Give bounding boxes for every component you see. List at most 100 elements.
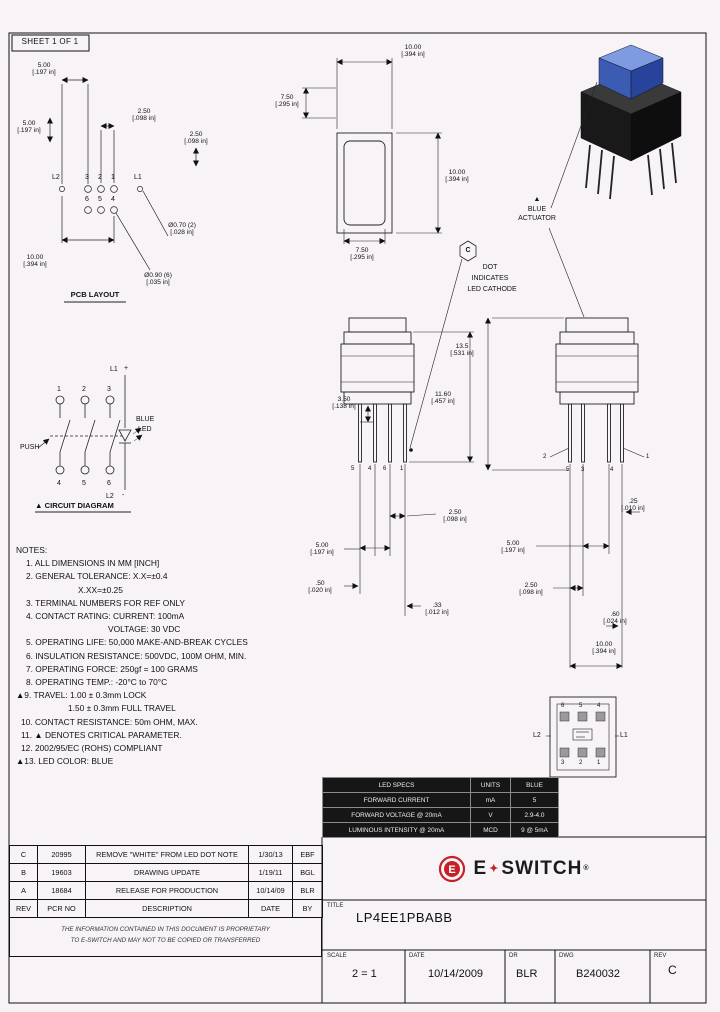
circuit-pin-number: 6: [107, 480, 111, 487]
drawing-number-value: B240032: [576, 968, 621, 980]
revision-cell: REMOVE "WHITE" FROM LED DOT NOTE: [85, 845, 249, 864]
blue-actuator-label: BLUE: [527, 206, 547, 213]
bottom-pin-number: 2: [579, 760, 583, 766]
note-line: 3. TERMINAL NUMBERS FOR REF ONLY: [26, 597, 185, 608]
dim-inch: [.394 in]: [592, 648, 616, 656]
bottom-l1-label: L1: [620, 732, 628, 739]
note-line: ▲13. LED COLOR: BLUE: [16, 756, 114, 767]
revision-header-cell: DESCRIPTION: [85, 899, 249, 918]
led-table-cell: 5: [510, 792, 559, 808]
led-table-cell: 2.9-4.0: [510, 807, 559, 823]
push-label: PUSH: [20, 444, 40, 451]
dim-mm: .60: [610, 611, 620, 618]
dim-inch: [.295 in]: [350, 254, 374, 262]
cathode-flag-lines: [409, 240, 477, 452]
dim-mm: 2.50: [524, 582, 538, 589]
revision-cell: 20995: [37, 845, 86, 864]
dim-label: 3.50 [.138 in]: [332, 396, 355, 411]
revision-cell: C: [9, 845, 38, 864]
dim-label: 10.00 [.394 in]: [445, 169, 468, 184]
side-pin-number: 5: [351, 466, 355, 472]
dim-label: 5.00 [.197 in]: [17, 120, 40, 135]
dim-mm: 5.00: [506, 540, 520, 547]
dim-label: .50 [.020 in]: [308, 580, 331, 595]
pcb-pin-number: 5: [98, 196, 102, 203]
bottom-pin-number: 4: [597, 703, 601, 709]
revision-cell: EBF: [292, 845, 323, 864]
dim-label: 7.50 [.295 in]: [350, 247, 373, 262]
dim-inch: [.020 in]: [308, 587, 332, 595]
dim-inch: [.098 in]: [184, 138, 208, 146]
revision-cell: 1/30/13: [248, 845, 293, 864]
disclaimer-line: THE INFORMATION CONTAINED IN THIS DOCUME…: [61, 926, 270, 933]
cathode-note: LED CATHODE: [467, 286, 517, 293]
revision-cell: BLR: [292, 881, 323, 900]
dim-label: 11.60 [.457 in]: [431, 391, 454, 406]
date-field-label: DATE: [409, 953, 425, 959]
dim-inch: [.028 in]: [170, 229, 194, 237]
note-line: 1.50 ± 0.3mm FULL TRAVEL: [68, 703, 176, 714]
revision-cell: A: [9, 881, 38, 900]
dim-inch: [.035 in]: [146, 279, 170, 287]
dim-label: .25 [.010 in]: [621, 498, 644, 513]
side-pin-number: 1: [646, 454, 650, 460]
dim-mm: Ø0.70 (2): [168, 222, 196, 229]
revision-value: C: [668, 963, 677, 977]
side-pin-number: 1: [400, 466, 404, 472]
note-line: 4. CONTACT RATING: CURRENT: 100mA: [26, 611, 185, 622]
notes-title: NOTES:: [16, 545, 48, 555]
title-field-label: TITLE: [327, 903, 344, 909]
side-pin-number: 3: [581, 467, 585, 473]
dim-inch: [.098 in]: [519, 589, 543, 597]
bottom-pin-number: 6: [561, 703, 565, 709]
brand-diamond-icon: ✦: [489, 863, 500, 875]
revision-cell: 19603: [37, 863, 86, 882]
dim-label: 13.5 [.531 in]: [450, 343, 473, 358]
side-view-right-lines: [536, 317, 645, 669]
bottom-pin-number: 3: [561, 760, 565, 766]
side-view-left-lines: [340, 317, 568, 616]
dim-mm: 11.60: [434, 391, 451, 398]
dim-mm: 10.00: [26, 254, 44, 261]
pcb-pin-number: 4: [111, 196, 115, 203]
note-line: 10. CONTACT RESISTANCE: 50m OHM, MAX.: [21, 716, 198, 727]
dim-label: 2.50 [.098 in]: [132, 108, 155, 123]
revision-cell: RELEASE FOR PRODUCTION: [85, 881, 249, 900]
circuit-pin-number: 2: [82, 386, 86, 393]
dim-mm: 2.50: [137, 108, 151, 115]
dim-inch: [.138 in]: [332, 403, 356, 411]
dim-mm: 10.00: [404, 44, 422, 51]
side-pin-number: 4: [368, 466, 372, 472]
revision-cell: 18684: [37, 881, 86, 900]
blue-led-label: LED: [138, 426, 152, 433]
dim-inch: [.394 in]: [23, 261, 47, 269]
dim-inch: [.394 in]: [445, 176, 469, 184]
bottom-l2-label: L2: [533, 732, 541, 739]
brand-rest: SWITCH: [501, 857, 583, 879]
dim-mm: .25: [628, 498, 638, 505]
led-table-row: LUMINOUS INTENSITY @ 20mA MCD 9 @ 5mA: [322, 822, 559, 838]
dim-mm: Ø0.90 (6): [144, 272, 172, 279]
revision-cell: 10/14/09: [248, 881, 293, 900]
circuit-pin-number: 5: [82, 480, 86, 487]
led-table-header-cell: LED SPECS: [322, 777, 471, 793]
note-line: 5. OPERATING LIFE: 50,000 MAKE-AND-BREAK…: [26, 637, 248, 648]
revision-cell: BGL: [292, 863, 323, 882]
led-table-cell: V: [470, 807, 511, 823]
e-switch-logo-icon: E: [439, 855, 466, 882]
pcb-pin-number: 6: [85, 196, 89, 203]
iso-view: [548, 44, 682, 318]
bottom-pin-number: 5: [579, 703, 583, 709]
revision-cell: 1/19/11: [248, 863, 293, 882]
dim-mm: 13.5: [455, 343, 469, 350]
dim-inch: [.394 in]: [401, 51, 425, 59]
part-number-title: LP4EE1PBABB: [356, 910, 453, 925]
circuit-diagram-lines: [35, 375, 143, 513]
dim-inch: [.010 in]: [621, 505, 645, 513]
dim-label: 2.50 [.098 in]: [184, 131, 207, 146]
dim-mm: .33: [432, 602, 442, 609]
revision-header-cell: BY: [292, 899, 323, 918]
dim-label: 2.50 [.098 in]: [519, 582, 542, 597]
